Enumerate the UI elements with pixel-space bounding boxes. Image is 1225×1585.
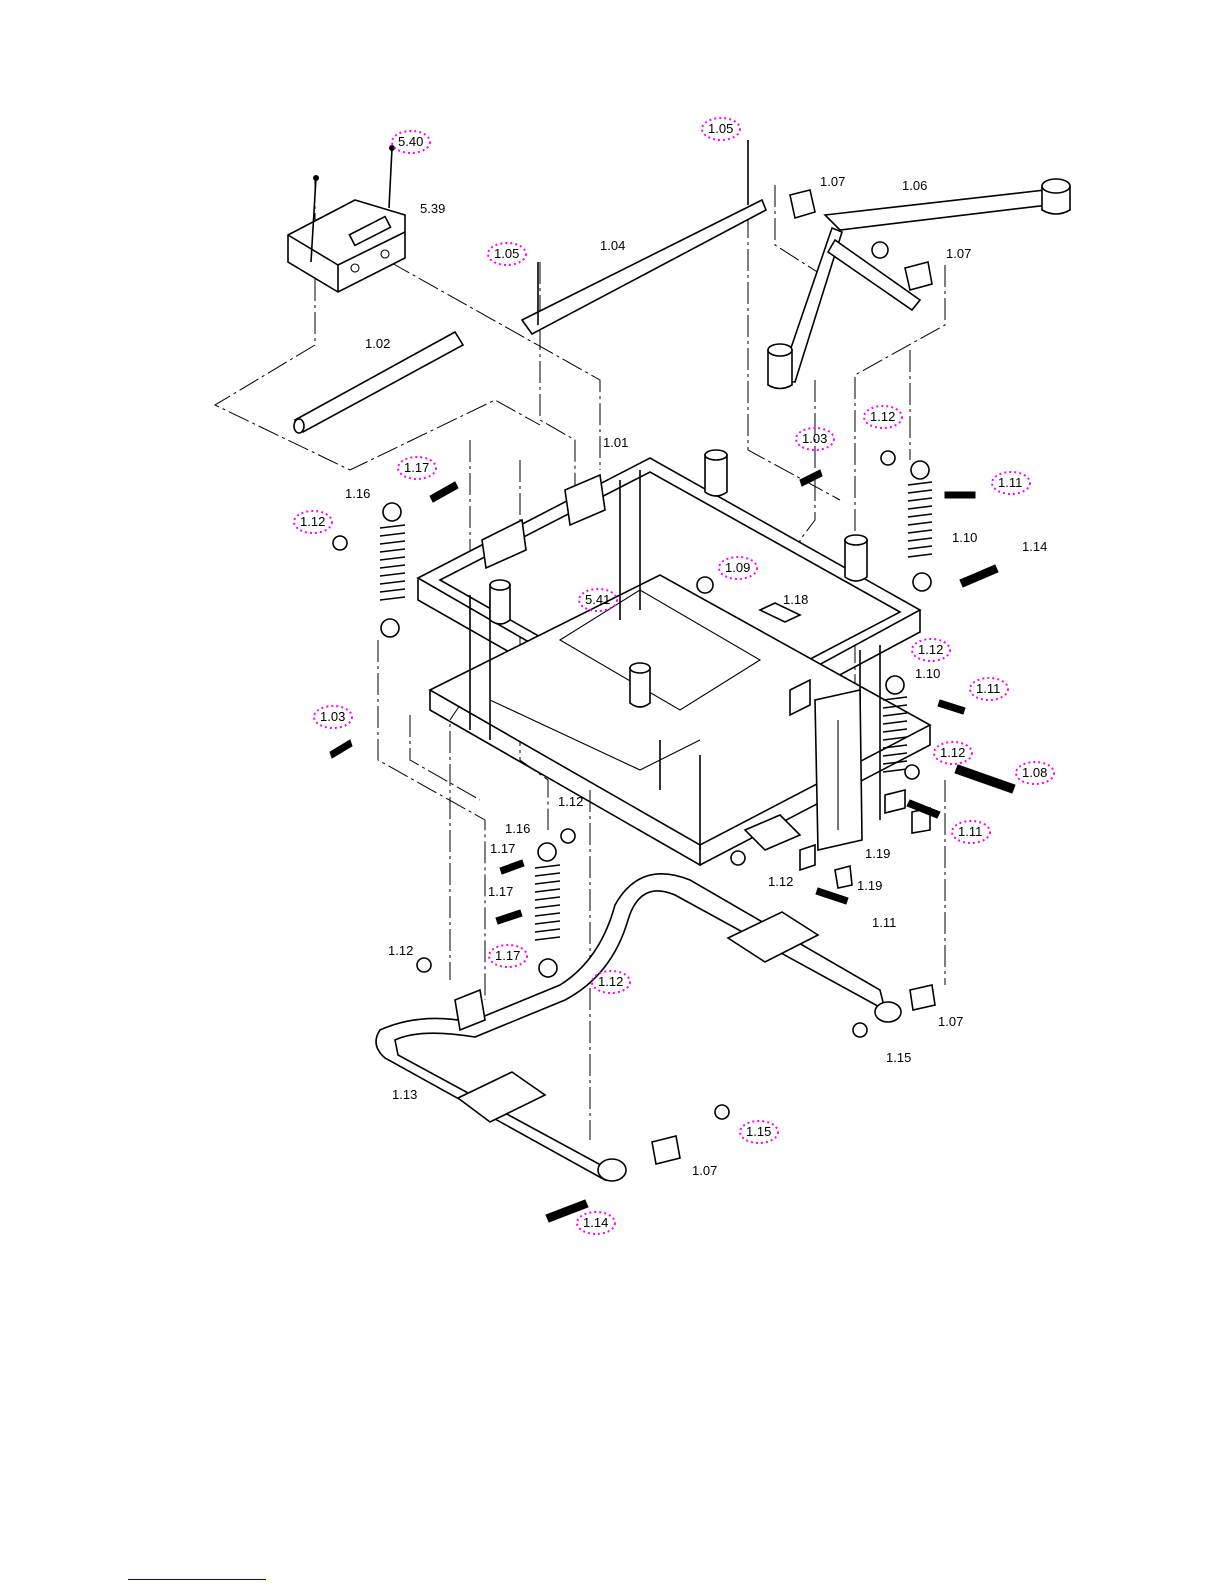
callout-1-04: 1.04 [600,238,625,253]
callout-1-15-right: 1.15 [886,1050,911,1065]
callout-1-12-bottom-latch: 1.12 [768,874,793,889]
callout-1-10-mid: 1.10 [915,666,940,681]
callout-5-40: 5.40 [398,134,423,149]
callout-1-12-lower-right: 1.12 [940,745,965,760]
callout-1-16-left: 1.16 [345,486,370,501]
switch-box [288,146,405,293]
callout-1-11-top-right: 1.11 [998,475,1022,490]
callout-1-15-bottom: 1.15 [746,1124,771,1139]
support-arms [768,179,1070,389]
callout-1-12-bottom: 1.12 [598,974,623,989]
callout-1-17-lower-1: 1.17 [490,841,515,856]
callout-1-12-top-right: 1.12 [870,409,895,424]
callout-1-11-lower-right: 1.11 [958,824,982,839]
callout-1-05-left: 1.05 [494,246,519,261]
callout-1-12-mid-right: 1.12 [918,642,943,657]
callout-1-03-top: 1.03 [802,431,827,446]
stabilizer-bar [376,874,935,1181]
callout-1-10-right: 1.10 [952,530,977,545]
cross-bar [522,140,766,334]
callout-1-03-left: 1.03 [320,709,345,724]
callout-5-39: 5.39 [420,201,445,216]
callout-1-17-lower-2: 1.17 [488,884,513,899]
footer-rule [128,1579,266,1580]
callout-1-07-bottom-right: 1.07 [938,1014,963,1029]
callout-1-12-center: 1.12 [558,794,583,809]
callout-1-17-bottom: 1.17 [495,948,520,963]
callout-1-18: 1.18 [783,592,808,607]
callout-1-08: 1.08 [1022,765,1047,780]
callout-1-05-top: 1.05 [708,121,733,136]
callout-1-14-right: 1.14 [1022,539,1047,554]
callout-1-02: 1.02 [365,336,390,351]
callout-1-13: 1.13 [392,1087,417,1102]
callout-1-07-right: 1.07 [946,246,971,261]
callout-1-07-bottom: 1.07 [692,1163,717,1178]
callout-1-09: 1.09 [725,560,750,575]
callout-1-12-left: 1.12 [300,514,325,529]
callout-1-12-far-left: 1.12 [388,943,413,958]
callout-1-11-mid-right: 1.11 [976,681,1000,696]
callout-1-01: 1.01 [603,435,628,450]
callout-1-19-bottom: 1.19 [857,878,882,893]
callout-1-19-right: 1.19 [865,846,890,861]
callout-5-41: 5.41 [585,592,610,607]
callout-1-17-top-left: 1.17 [404,460,429,475]
callout-1-06: 1.06 [902,178,927,193]
callout-1-11-bottom: 1.11 [872,915,896,930]
callout-1-14-bottom: 1.14 [583,1215,608,1230]
callout-1-07-top: 1.07 [820,174,845,189]
callout-1-16-lower: 1.16 [505,821,530,836]
